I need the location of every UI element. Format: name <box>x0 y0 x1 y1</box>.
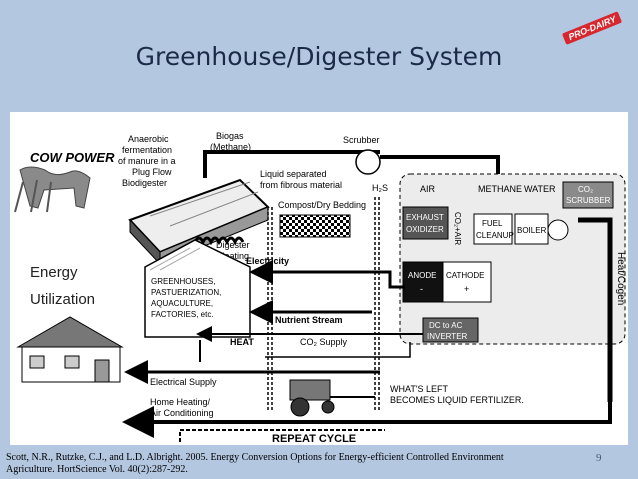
boiler-box <box>514 213 549 245</box>
nutrient-stream-label: Nutrient Stream <box>275 315 343 325</box>
svg-text:-: - <box>420 284 423 294</box>
greenhouse-digester-diagram: COW POWER Anaerobic fermentation of manu… <box>10 112 628 445</box>
heat-cogen-pipe <box>578 217 613 402</box>
air-conditioning-label: Air Conditioning <box>150 408 214 418</box>
co2-scrubber-box <box>562 181 614 209</box>
fuel-cleanup-box <box>473 213 513 245</box>
scrubber-icon <box>355 149 381 175</box>
svg-text:OXIDIZER: OXIDIZER <box>406 225 444 234</box>
svg-text:ANODE: ANODE <box>408 271 436 280</box>
pasteurization-label: PASTUERIZATION, <box>151 288 221 297</box>
scrubber-label: Scrubber <box>343 135 380 145</box>
svg-text:+: + <box>464 284 469 294</box>
biogas-methane-label: (Methane) <box>210 142 251 152</box>
svg-text:FUEL: FUEL <box>482 219 503 228</box>
energy-label: Energy <box>30 264 78 281</box>
citation-line-2: Agriculture. HortScience Vol. 40(2):287-… <box>6 464 188 475</box>
trees-icon <box>14 179 52 213</box>
compost-bed <box>279 214 351 238</box>
repeat-cycle-label: REPEAT CYCLE <box>272 433 356 445</box>
methane-label: METHANE <box>478 184 522 194</box>
liquid-pipe <box>267 207 273 412</box>
heat-label: HEAT <box>230 337 254 347</box>
house-icon <box>16 316 124 383</box>
co2-supply-line <box>265 342 411 358</box>
factories-label: FACTORIES, etc. <box>151 310 214 319</box>
pump-icon <box>547 219 569 241</box>
heating-coil <box>193 236 245 246</box>
h2s-label: H₂S <box>372 183 388 193</box>
cows-icon <box>19 166 91 209</box>
svg-text:BOILER: BOILER <box>517 226 547 235</box>
electricity-label: Electricity <box>246 256 289 266</box>
svg-text:INVERTER: INVERTER <box>427 332 468 341</box>
cow-power-logo: COW POWER <box>14 150 115 213</box>
exhaust-oxidizer-box <box>402 206 449 240</box>
svg-text:EXHAUST: EXHAUST <box>406 213 444 222</box>
slide-footer <box>0 446 638 479</box>
repeat-cycle-line <box>179 429 385 442</box>
svg-text:Plug Flow: Plug Flow <box>132 167 172 177</box>
biogas-pipe <box>203 150 380 178</box>
heat-cogen-label: Heat/Cogen <box>615 252 626 305</box>
liquid-separated-label: Liquid separated <box>260 169 327 179</box>
greenhouses-label: GREENHOUSES, <box>151 277 215 286</box>
cathode-box <box>442 261 492 303</box>
svg-text:CLEANUP: CLEANUP <box>476 231 514 240</box>
svg-text:CO₂: CO₂ <box>578 185 593 194</box>
water-label: WATER <box>524 184 556 194</box>
svg-text:Biodigester: Biodigester <box>122 178 167 188</box>
slide-header <box>0 0 638 112</box>
home-heating-line <box>122 402 612 438</box>
co2-supply-label: CO₂ Supply <box>300 337 348 347</box>
svg-text:CATHODE: CATHODE <box>446 271 485 280</box>
svg-text:of manure in a: of manure in a <box>118 156 176 166</box>
slide-title: Greenhouse/Digester System <box>135 42 503 71</box>
utilization-label: Utilization <box>30 291 95 308</box>
citation-line-1: Scott, N.R., Rutzke, C.J., and L.D. Albr… <box>6 452 504 463</box>
diagram-svg: COW POWER Anaerobic fermentation of manu… <box>14 131 626 445</box>
fibrous-material-label: from fibrous material <box>260 180 342 190</box>
cow-power-text: COW POWER <box>30 150 115 165</box>
svg-text:fermentation: fermentation <box>122 145 172 155</box>
aquaculture-label: AQUACULTURE, <box>151 299 213 308</box>
liquid-return-pipe <box>374 197 380 412</box>
citation: Scott, N.R., Rutzke, C.J., and L.D. Albr… <box>6 452 566 476</box>
co2-air-label: CO₂+AIR <box>453 212 462 245</box>
dc-ac-inverter-box <box>422 317 479 343</box>
whats-left-label: WHAT'S LEFT <box>390 384 449 394</box>
electricity-line <box>249 260 405 289</box>
air-label: AIR <box>420 184 436 194</box>
digester-label: Digester <box>216 240 250 250</box>
anode-box <box>402 261 444 303</box>
biogas-label: Biogas <box>216 131 244 141</box>
tractor-icon <box>289 379 375 417</box>
home-heating-label: Home Heating/ <box>150 397 211 407</box>
compost-label: Compost/Dry Bedding <box>278 200 366 210</box>
svg-text:SCRUBBER: SCRUBBER <box>566 196 611 205</box>
svg-text:Anaerobic: Anaerobic <box>128 134 169 144</box>
anaerobic-label: Anaerobic fermentation of manure in a Pl… <box>118 134 176 188</box>
liquid-fertilizer-label: BECOMES LIQUID FERTILIZER. <box>390 395 524 405</box>
svg-text:DC to AC: DC to AC <box>429 321 463 330</box>
page-number: 9 <box>596 452 602 464</box>
heating-label: Heating <box>218 251 249 261</box>
electrical-supply-label: Electrical Supply <box>150 377 217 387</box>
